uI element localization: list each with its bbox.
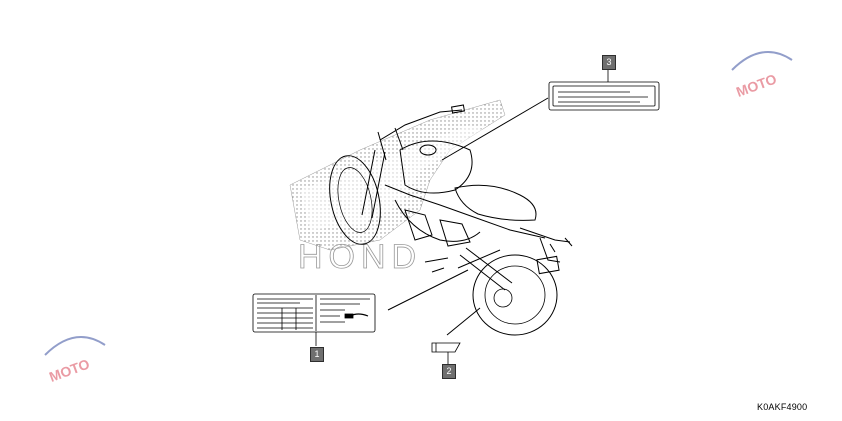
rear-wheel — [472, 254, 558, 336]
part-code: K0AKF4900 — [757, 402, 808, 412]
svg-text:MOTO: MOTO — [47, 356, 92, 385]
swingarm — [459, 247, 513, 291]
label-3-plate — [548, 81, 660, 111]
honda-wordmark-outline: HOND — [298, 238, 422, 276]
frame — [384, 184, 546, 239]
moto-watermark-top-right: MOTO — [731, 51, 793, 100]
leader-line-3b — [441, 97, 549, 161]
callout-2: 2 — [442, 364, 456, 379]
honda-wing-logo: HOND — [289, 99, 506, 276]
handlebar — [379, 109, 463, 141]
callout-3: 3 — [602, 55, 616, 70]
leader-line-1b — [387, 269, 469, 311]
callout-1: 1 — [310, 347, 324, 362]
label-1-plate — [252, 293, 376, 333]
seat — [454, 184, 537, 221]
motorcycle-illustration — [329, 104, 573, 336]
fuel-tank — [399, 140, 473, 194]
svg-text:MOTO: MOTO — [734, 71, 779, 100]
label-2-tag — [431, 342, 461, 353]
front-wheel — [329, 155, 381, 245]
moto-watermark-bottom-left: MOTO — [44, 336, 106, 385]
leader-line-2 — [446, 307, 481, 336]
